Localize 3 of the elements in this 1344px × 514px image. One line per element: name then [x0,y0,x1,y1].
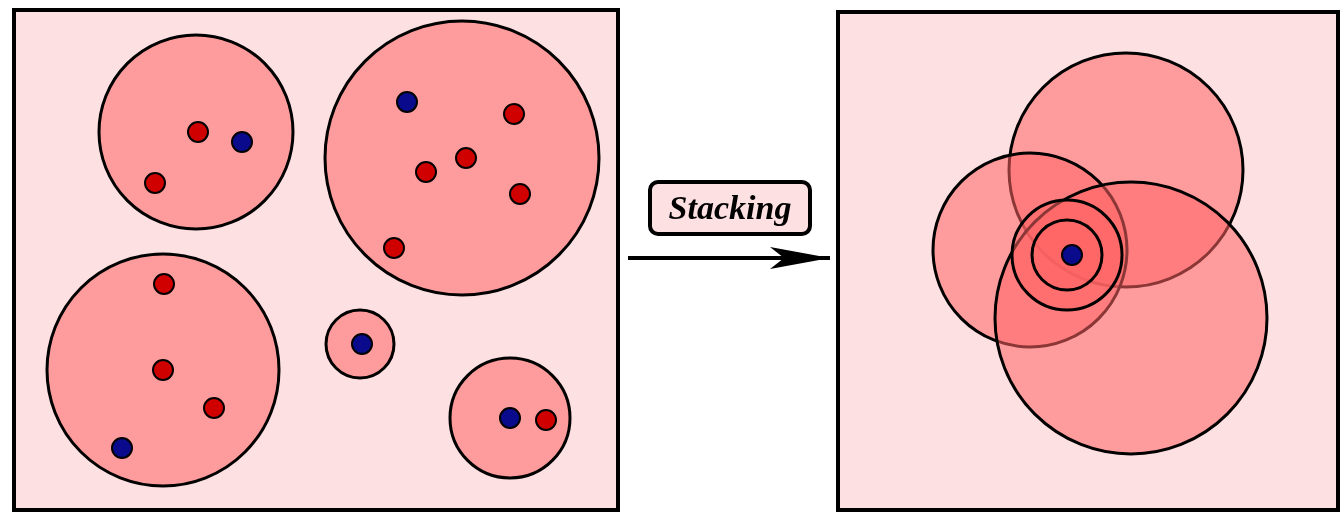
arrow [628,247,830,269]
panel-frame [836,10,1340,512]
edge-label: Stacking [648,180,812,236]
